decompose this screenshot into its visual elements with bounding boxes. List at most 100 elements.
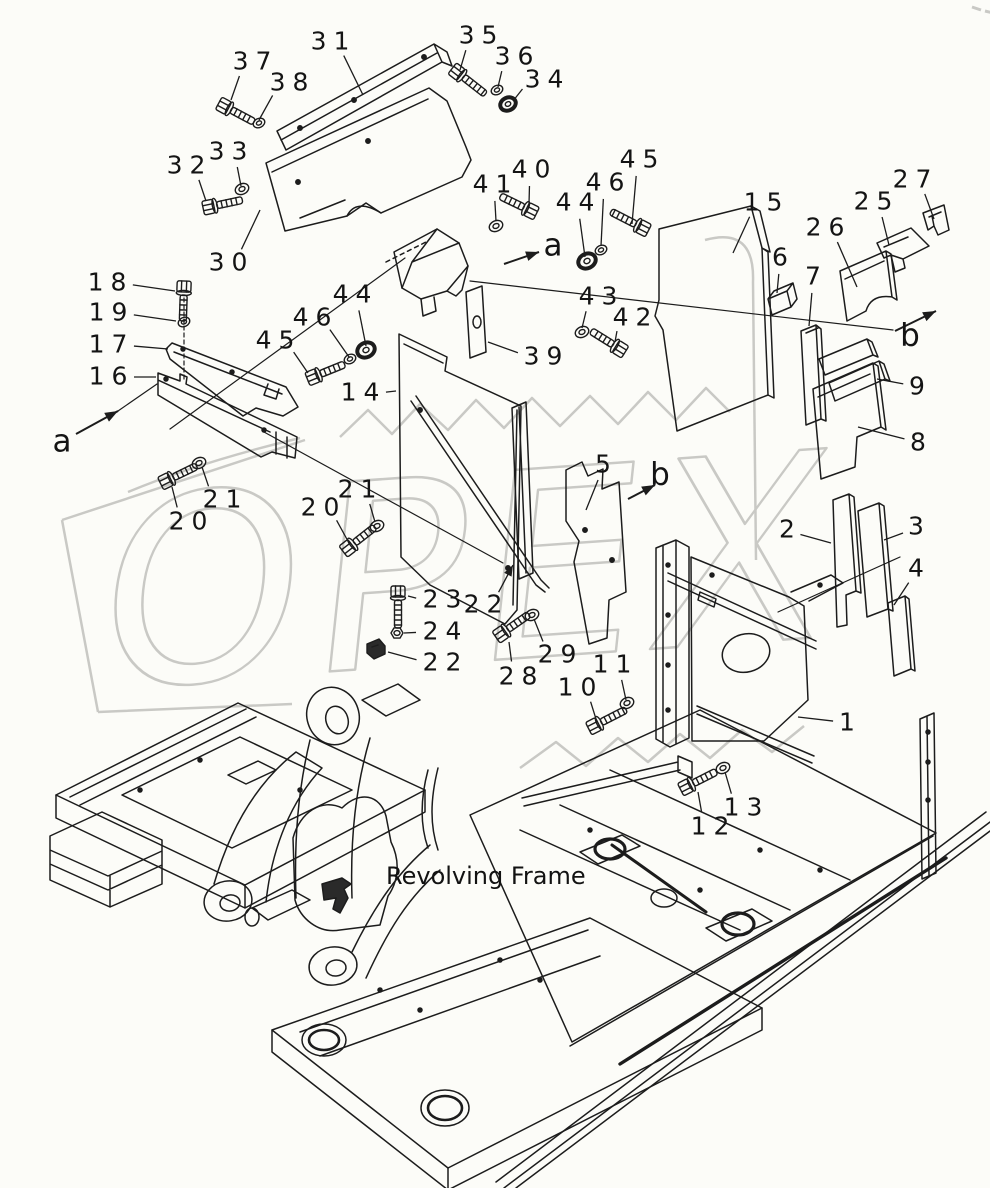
frame-side-rails bbox=[495, 811, 990, 1188]
leader-line bbox=[236, 166, 242, 187]
leader-line bbox=[533, 618, 544, 642]
callout-31: 31 bbox=[310, 26, 357, 56]
washer-icon bbox=[488, 219, 504, 233]
callout-30: 30 bbox=[208, 247, 255, 277]
leader-line bbox=[132, 284, 176, 292]
washer-icon bbox=[490, 84, 504, 96]
leader-line bbox=[581, 311, 587, 329]
leader-line bbox=[893, 582, 910, 606]
callout-18: 18 bbox=[87, 267, 134, 297]
frame-right-deck bbox=[469, 709, 937, 1047]
part-5-panel bbox=[565, 461, 627, 645]
leader-line bbox=[385, 390, 397, 393]
diagram-caption: Revolving Frame bbox=[386, 862, 586, 890]
leader-line bbox=[621, 679, 627, 701]
leader-line bbox=[358, 310, 367, 347]
leader-line bbox=[133, 314, 177, 322]
leader-line bbox=[508, 641, 513, 662]
callout-1: 1 bbox=[839, 707, 862, 737]
callout-33: 33 bbox=[208, 136, 255, 166]
callout-44: 44 bbox=[555, 187, 602, 217]
leader-line bbox=[133, 345, 169, 350]
bolt-icon bbox=[389, 585, 407, 629]
bolt-icon bbox=[609, 208, 652, 237]
bolt-icon bbox=[677, 768, 718, 796]
callout-6: 6 bbox=[772, 242, 795, 272]
leader-line bbox=[329, 329, 350, 358]
callout-8: 8 bbox=[910, 427, 933, 457]
frame-bottom-deck bbox=[271, 917, 763, 1188]
bolt-icon bbox=[492, 611, 531, 644]
callout-38: 38 bbox=[269, 67, 316, 97]
washer-icon bbox=[191, 456, 207, 470]
callout-16: 16 bbox=[88, 361, 135, 391]
callout-20: 20 bbox=[300, 492, 347, 522]
leader-line bbox=[487, 341, 519, 354]
leader-line bbox=[797, 716, 834, 722]
leader-line bbox=[600, 198, 605, 247]
callout-3: 3 bbox=[908, 511, 931, 541]
part-7-strip bbox=[800, 324, 827, 426]
callout-27: 27 bbox=[892, 164, 939, 194]
leader-line bbox=[512, 88, 523, 102]
leader-line bbox=[343, 55, 364, 96]
leader-line bbox=[198, 179, 207, 202]
exploded-view-drawing bbox=[49, 43, 990, 1188]
callout-11: 11 bbox=[592, 649, 639, 679]
part-6-block bbox=[767, 282, 798, 316]
fasteners-group bbox=[157, 62, 731, 796]
callout-15: 15 bbox=[743, 187, 790, 217]
leader-line bbox=[883, 532, 904, 541]
leader-line bbox=[924, 193, 935, 220]
grommet-icon bbox=[576, 251, 598, 271]
leader-line bbox=[403, 631, 417, 634]
callout-2: 2 bbox=[779, 514, 802, 544]
leader-line bbox=[459, 49, 467, 71]
frame-latch-mark bbox=[321, 877, 352, 914]
part-14-panel bbox=[398, 333, 550, 625]
part-2-strip bbox=[832, 493, 862, 628]
part-8-panel bbox=[812, 362, 887, 480]
callout-7: 7 bbox=[805, 261, 828, 291]
part-22-strip bbox=[511, 401, 534, 580]
callout-21: 21 bbox=[202, 484, 249, 514]
leader-line bbox=[579, 218, 586, 258]
callout-35: 35 bbox=[458, 20, 505, 50]
callout-21: 21 bbox=[337, 474, 384, 504]
callout-46: 46 bbox=[292, 302, 339, 332]
callout-5: 5 bbox=[595, 449, 618, 479]
washer-icon bbox=[574, 325, 590, 339]
part-39-bracket bbox=[385, 228, 487, 359]
washer-icon bbox=[619, 696, 635, 710]
callout-32: 32 bbox=[166, 150, 213, 180]
leader-line bbox=[697, 791, 703, 812]
callout-10: 10 bbox=[557, 672, 604, 702]
section-lines bbox=[117, 257, 901, 613]
callout-24: 24 bbox=[422, 616, 469, 646]
leader-line bbox=[585, 479, 599, 511]
leader-line bbox=[836, 241, 858, 288]
callout-42: 42 bbox=[612, 302, 659, 332]
callout-34: 34 bbox=[524, 64, 571, 94]
callout-22: 22 bbox=[463, 589, 510, 619]
leader-line bbox=[201, 466, 210, 487]
leader-line bbox=[230, 75, 241, 101]
bolt-icon bbox=[499, 193, 540, 220]
leader-line bbox=[732, 216, 751, 254]
callout-46: 46 bbox=[585, 167, 632, 197]
nut-icon bbox=[390, 627, 404, 639]
leader-line bbox=[614, 330, 618, 343]
bolt-icon bbox=[157, 463, 198, 490]
frame-boom-brackets bbox=[203, 683, 441, 986]
watermark-logo: OPEX bbox=[60, 5, 990, 770]
callout-40: 40 bbox=[511, 154, 558, 184]
leader-line bbox=[258, 95, 274, 121]
callout-36: 36 bbox=[494, 41, 541, 71]
callout-41: 41 bbox=[472, 169, 519, 199]
view-letter-a: a bbox=[543, 227, 563, 264]
callout-28: 28 bbox=[498, 661, 545, 691]
leader-line bbox=[171, 486, 178, 508]
leader-line bbox=[407, 595, 417, 599]
